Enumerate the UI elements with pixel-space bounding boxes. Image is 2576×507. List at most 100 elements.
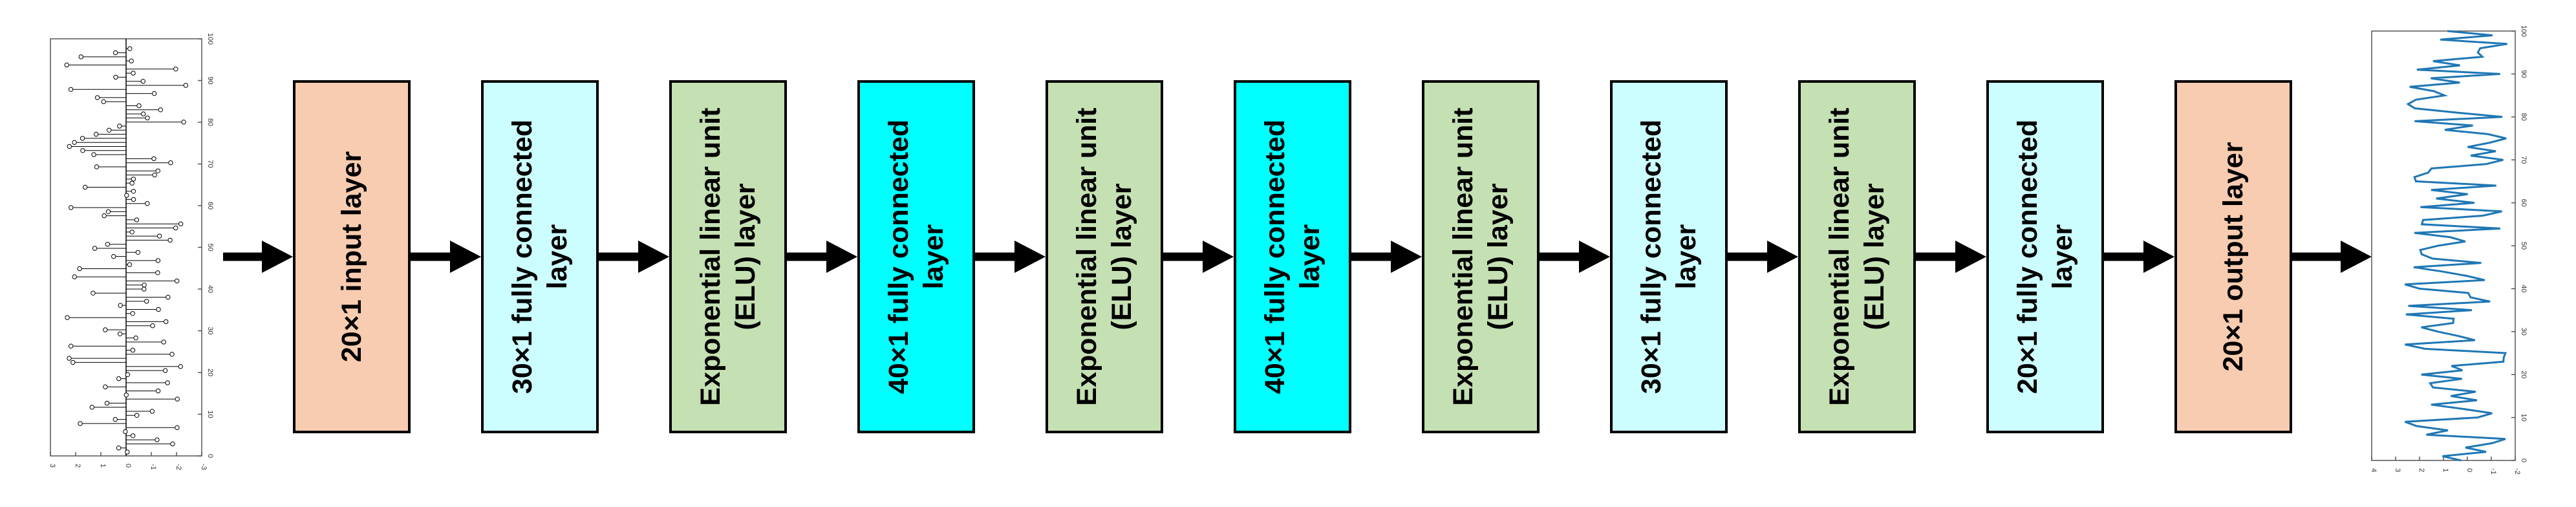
arrow-head-1 bbox=[262, 241, 293, 273]
input-stem-marker bbox=[80, 136, 85, 141]
input-stem-marker bbox=[78, 421, 83, 426]
layer-8-fully-connected: 30×1 fully connected layer bbox=[1610, 80, 1728, 433]
output-x-tick-label: 0 bbox=[2465, 468, 2473, 472]
input-stem-marker bbox=[174, 278, 180, 284]
arrow-head-8 bbox=[1579, 241, 1610, 273]
input-stem-marker bbox=[69, 205, 74, 210]
input-stem-marker bbox=[125, 449, 130, 455]
input-x-tick-label: 3 bbox=[48, 464, 56, 468]
input-stem-marker bbox=[113, 50, 118, 56]
input-y-tick-label: 50 bbox=[206, 243, 214, 251]
input-stem-marker bbox=[102, 213, 107, 219]
input-stem-marker bbox=[175, 396, 180, 402]
output-y-tick-label: 80 bbox=[2520, 113, 2528, 121]
input-y-tick-label: 20 bbox=[206, 369, 214, 376]
arrow-head-3 bbox=[638, 241, 669, 273]
input-stem-marker bbox=[82, 184, 88, 190]
layer-3-label: Exponential linear unit (ELU) layer bbox=[695, 107, 761, 406]
arrow-head-5 bbox=[1014, 241, 1046, 273]
input-x-tick-label: 1 bbox=[99, 464, 107, 468]
input-stem-marker bbox=[150, 323, 155, 329]
input-stem-marker bbox=[125, 372, 131, 377]
arrow-head-12 bbox=[2341, 241, 2372, 273]
layer-10-fully-connected: 20×1 fully connected layer bbox=[1986, 80, 2104, 433]
input-stem-marker bbox=[123, 429, 128, 435]
input-y-tick-label: 30 bbox=[206, 327, 214, 334]
layer-5-label: Exponential linear unit (ELU) layer bbox=[1071, 107, 1137, 406]
output-x-tick-label: 1 bbox=[2442, 468, 2449, 472]
output-x-tick-label: 3 bbox=[2394, 468, 2401, 472]
input-stem-marker bbox=[173, 225, 178, 231]
layer-1-label: 20×1 input layer bbox=[336, 151, 367, 363]
input-stem-marker bbox=[113, 74, 118, 80]
input-stem-marker bbox=[170, 441, 175, 447]
input-stem-marker bbox=[165, 380, 170, 385]
arrow-head-9 bbox=[1767, 241, 1798, 273]
input-stem-marker bbox=[140, 79, 145, 84]
input-stem-marker bbox=[151, 156, 156, 162]
input-stem-marker bbox=[91, 290, 96, 296]
input-stem-marker bbox=[118, 303, 123, 308]
input-stem-marker bbox=[130, 347, 136, 353]
arrow-head-10 bbox=[1955, 241, 1986, 273]
input-stem-marker bbox=[169, 352, 175, 357]
input-stem-marker bbox=[80, 148, 85, 153]
input-stem-marker bbox=[131, 177, 136, 182]
input-stem-marker bbox=[145, 115, 150, 121]
input-y-tick-label: 90 bbox=[206, 76, 214, 84]
input-stem-marker bbox=[117, 124, 122, 129]
input-y-tick-label: 0 bbox=[206, 454, 214, 458]
input-stem-marker bbox=[105, 242, 111, 247]
input-x-tick-label: 2 bbox=[74, 464, 81, 468]
layer-8-label: 30×1 fully connected layer bbox=[1636, 119, 1702, 394]
input-stem-marker bbox=[78, 54, 84, 59]
input-stem-marker bbox=[130, 433, 136, 438]
input-stem-marker bbox=[123, 393, 129, 398]
input-stem-marker bbox=[129, 180, 134, 186]
input-y-tick-label: 60 bbox=[206, 202, 214, 210]
input-stem-marker bbox=[134, 413, 140, 418]
layer-1-input: 20×1 input layer bbox=[293, 80, 411, 433]
layer-5-elu: Exponential linear unit (ELU) layer bbox=[1046, 80, 1163, 433]
arrow-head-7 bbox=[1391, 241, 1422, 273]
layer-3-elu: Exponential linear unit (ELU) layer bbox=[669, 80, 787, 433]
input-stem-marker bbox=[101, 99, 106, 104]
input-x-tick-label: 0 bbox=[124, 464, 132, 468]
input-stem-marker bbox=[155, 388, 161, 394]
output-y-tick-label: 40 bbox=[2520, 285, 2528, 292]
layer-6-label: 40×1 fully connected layer bbox=[1260, 119, 1326, 394]
input-stem-marker bbox=[167, 237, 173, 243]
layer-2-label: 30×1 fully connected layer bbox=[507, 119, 573, 394]
input-x-tick-label: -3 bbox=[200, 464, 208, 470]
output-y-tick-label: 10 bbox=[2520, 413, 2528, 421]
input-stem-marker bbox=[131, 197, 136, 202]
output-y-tick-label: 50 bbox=[2520, 242, 2528, 250]
input-stem-marker bbox=[105, 209, 111, 214]
input-x-tick-label: -1 bbox=[149, 464, 157, 470]
input-stem-marker bbox=[136, 103, 142, 109]
input-stem-marker bbox=[131, 70, 136, 76]
input-stem-marker bbox=[156, 233, 162, 239]
input-stem-marker bbox=[103, 327, 108, 332]
layer-7-label: Exponential linear unit (ELU) layer bbox=[1448, 107, 1514, 406]
input-stem-marker bbox=[89, 405, 95, 410]
output-x-tick-label: -1 bbox=[2489, 468, 2497, 475]
input-stem-marker bbox=[124, 193, 129, 198]
input-stem-marker bbox=[155, 270, 160, 275]
layer-11-label: 20×1 output layer bbox=[2218, 142, 2249, 372]
input-stem-marker bbox=[142, 283, 147, 288]
layer-11-output: 20×1 output layer bbox=[2174, 80, 2292, 433]
input-stem-marker bbox=[116, 446, 122, 451]
input-stem-marker bbox=[94, 164, 100, 169]
arrow-head-4 bbox=[826, 241, 857, 273]
output-y-tick-label: 100 bbox=[2520, 25, 2528, 37]
output-x-tick-label: 2 bbox=[2418, 468, 2425, 472]
layer-9-label: Exponential linear unit (ELU) layer bbox=[1824, 107, 1890, 406]
output-y-tick-label: 20 bbox=[2520, 371, 2528, 378]
input-stem-marker bbox=[173, 67, 178, 72]
input-stem-marker bbox=[65, 315, 70, 320]
